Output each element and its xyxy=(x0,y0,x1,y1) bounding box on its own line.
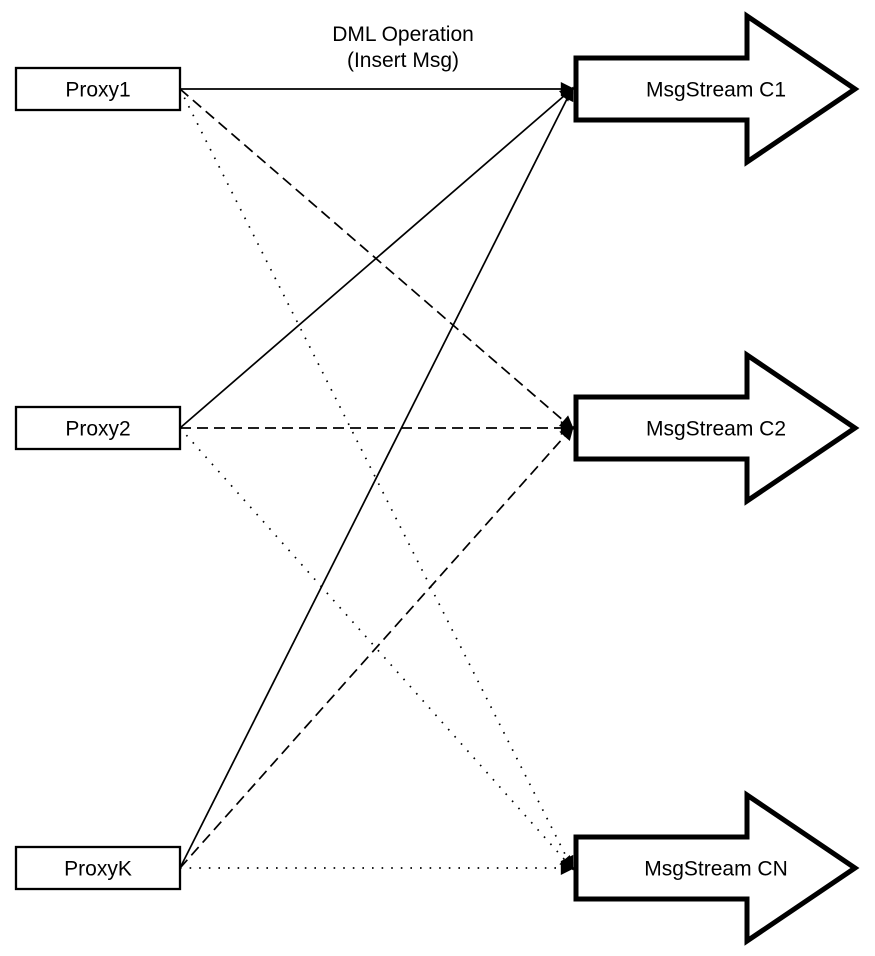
proxy2-label: Proxy2 xyxy=(65,418,130,441)
diagram-title-line2: (Insert Msg) xyxy=(347,49,459,72)
proxy2-box xyxy=(14,405,182,451)
edge-layer xyxy=(179,82,575,875)
msgstream-c1-arrow-shape xyxy=(573,11,860,167)
proxyk-box xyxy=(14,845,182,891)
msgstream-c2-label: MsgStream C2 xyxy=(646,418,786,441)
msgstream-cn-arrow-shape xyxy=(573,790,860,946)
edge-proxyk-c2 xyxy=(179,425,574,869)
proxy1-box xyxy=(14,66,182,112)
msgstream-c1-label: MsgStream C1 xyxy=(646,79,786,102)
proxy1-label: Proxy1 xyxy=(65,79,130,102)
edge-proxy1-c2 xyxy=(179,88,575,430)
edge-proxy2-cn xyxy=(179,427,574,871)
node-msgstream-cn: MsgStream CN xyxy=(573,790,860,946)
diagram-title-line1: DML Operation xyxy=(332,23,474,46)
node-proxy2: Proxy2 xyxy=(14,405,182,451)
node-msgstream-c2: MsgStream C2 xyxy=(573,350,860,506)
edge-proxyk-c1 xyxy=(179,86,574,869)
node-proxy1: Proxy1 xyxy=(14,66,182,112)
proxyk-label: ProxyK xyxy=(64,858,132,881)
msgstream-c2-arrow-shape xyxy=(573,350,860,506)
node-msgstream-c1: MsgStream C1 xyxy=(573,11,860,167)
node-proxyk: ProxyK xyxy=(14,845,182,891)
msgstream-cn-label: MsgStream CN xyxy=(644,858,788,881)
edge-proxy1-cn xyxy=(179,88,574,871)
